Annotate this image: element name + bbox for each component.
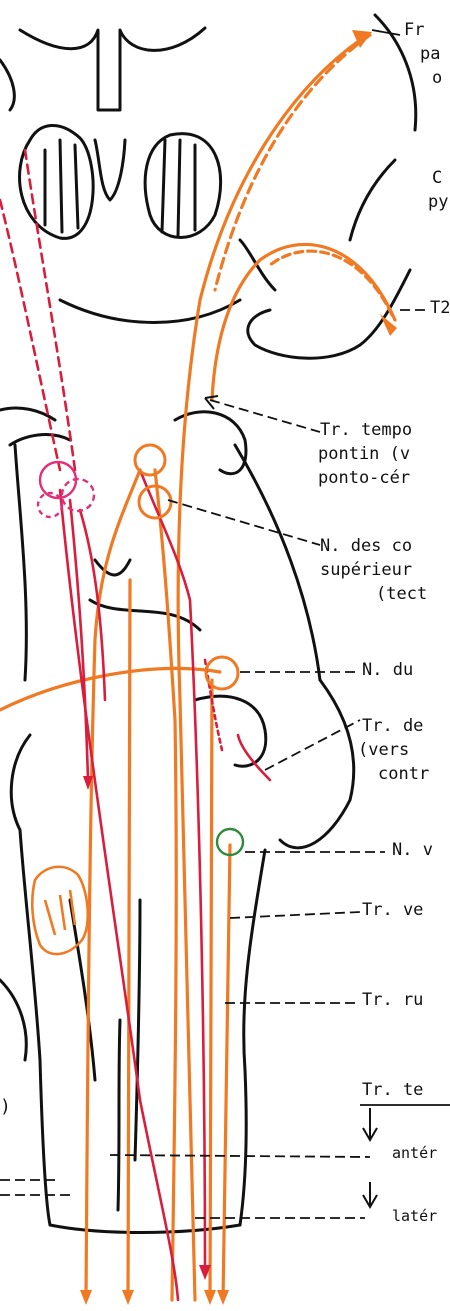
- leader-ve: [230, 912, 360, 918]
- label-t2: T2: [430, 298, 450, 319]
- orange-tract-pons: [155, 470, 176, 1300]
- leader-tract-de: [265, 720, 360, 770]
- label-anterior: antér: [392, 1143, 437, 1164]
- thalamus-right-stripes: [162, 140, 195, 236]
- label-tract-de-line1: Tr. de: [362, 716, 423, 737]
- label-colliculi-line2: supérieur: [320, 560, 412, 581]
- orange-tract-t2-arc: [212, 244, 395, 400]
- orange-tract-right-1: [223, 845, 230, 1300]
- label-cortico-line1: C: [432, 168, 442, 189]
- label-tract-te: Tr. te: [362, 1080, 423, 1101]
- mid-contour: [60, 300, 240, 323]
- label-fronto-line2: pa: [420, 44, 440, 65]
- orange-arrowhead-bottom-2: [122, 1290, 134, 1305]
- label-tract-de-line2: (vers: [358, 740, 409, 761]
- orange-tract-horizontal: [0, 668, 220, 710]
- label-temporo-line3: ponto-cér: [318, 468, 410, 489]
- left-lower-contour: [0, 980, 26, 1060]
- pons-left-bulge: [11, 735, 30, 830]
- label-nucleus-du: N. du: [362, 660, 413, 681]
- orange-tract-right-2: [210, 680, 212, 1300]
- orange-nucleus-colliculus-inf: [139, 486, 171, 518]
- third-ventricle: [95, 140, 125, 200]
- median-fissure: [118, 1020, 120, 1210]
- down-arrow-lateral: [363, 1182, 377, 1207]
- pons-left-edge: [15, 445, 26, 680]
- orange-tract-medial: [86, 470, 140, 1300]
- thalamus-right: [145, 134, 220, 238]
- olive-groove: [70, 900, 95, 1080]
- label-tract-ve: Tr. ve: [362, 900, 423, 921]
- midbrain-left: [0, 408, 70, 445]
- orange-arrowhead-bottom-1: [80, 1290, 92, 1305]
- thalamus-left-stripes: [45, 140, 78, 232]
- label-temporo-line2: pontin (v: [318, 444, 410, 465]
- label-temporo-line1: Tr. tempo: [320, 420, 412, 441]
- orange-nucleus-colliculus-sup: [135, 445, 165, 475]
- label-tract-de-line3: contr: [378, 764, 429, 785]
- label-nucleus-v: N. v: [392, 840, 433, 861]
- leader-fronto: [372, 30, 400, 35]
- orange-tract-center: [128, 580, 130, 1300]
- leader-anterior: [110, 1155, 370, 1157]
- leader-colliculi: [168, 500, 320, 545]
- temporal-lobe-mid: [350, 160, 395, 240]
- label-tract-ru: Tr. ru: [362, 990, 423, 1011]
- olive-mass: [32, 867, 88, 954]
- septum-outline: [20, 28, 205, 110]
- cerebellar-peduncle: [235, 445, 320, 680]
- medulla-right: [240, 850, 265, 1225]
- orange-arrowhead-bottom-4: [217, 1290, 229, 1305]
- label-lateral: latér: [392, 1206, 437, 1227]
- pink-nucleus-1: [40, 462, 76, 498]
- orange-arrowhead-bottom-3: [204, 1290, 216, 1305]
- pons-middle: [95, 560, 130, 575]
- red-tract-short-1: [70, 500, 88, 780]
- upper-left-curve: [0, 60, 14, 110]
- olive-mass-inner: [45, 890, 75, 935]
- label-colliculi-line1: N. des co: [320, 536, 412, 557]
- cerebellum-outer: [280, 680, 354, 848]
- orange-nucleus-du: [206, 657, 238, 689]
- cortex-fold: [240, 240, 275, 290]
- label-fronto-line1: Fr: [404, 20, 424, 41]
- label-cortico-line2: py: [428, 192, 448, 213]
- pyramid-groove: [135, 900, 140, 1160]
- paren-mark: ): [0, 1096, 11, 1117]
- down-arrow-anterior: [363, 1108, 377, 1140]
- cerebellum-right: [195, 696, 266, 766]
- label-colliculi-line3: (tect: [376, 584, 427, 605]
- label-fronto-line3: o: [432, 68, 442, 89]
- temporal-lobe-lower: [248, 270, 410, 358]
- orange-tract-dashed-top: [215, 35, 370, 290]
- pons-inner-right: [90, 600, 200, 630]
- red-tract-dashed-1: [0, 200, 60, 470]
